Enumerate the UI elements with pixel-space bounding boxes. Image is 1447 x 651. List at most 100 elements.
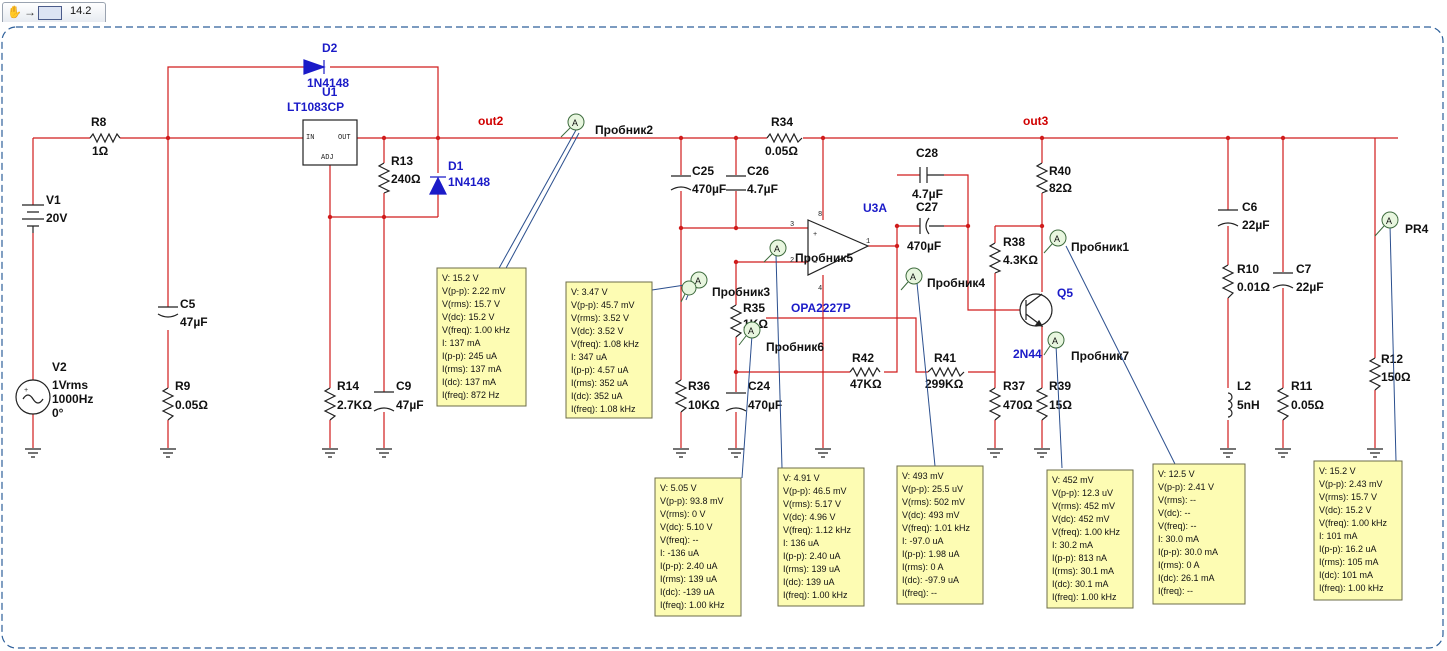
- net-out3: out3: [1023, 114, 1049, 128]
- svg-text:V(rms): 15.7 V: V(rms): 15.7 V: [442, 299, 500, 309]
- svg-text:470Ω: 470Ω: [1003, 398, 1033, 412]
- svg-text:V(freq): 1.12 kHz: V(freq): 1.12 kHz: [783, 525, 852, 535]
- svg-text:V: 15.2 V: V: 15.2 V: [1319, 466, 1356, 476]
- svg-text:A: A: [1052, 336, 1058, 346]
- hand-icon[interactable]: ✋: [7, 5, 22, 19]
- V2-line2: 1000Hz: [52, 392, 93, 406]
- arrow-icon: →: [24, 5, 36, 19]
- V2-ref: V2: [52, 360, 67, 374]
- probe3-readout: V: 3.47 V V(p-p): 45.7 mV V(rms): 3.52 V…: [565, 281, 653, 419]
- svg-text:8: 8: [818, 211, 822, 219]
- svg-text:4: 4: [818, 285, 822, 293]
- svg-text:V: 493 mV: V: 493 mV: [902, 471, 944, 481]
- svg-text:PR4: PR4: [1405, 222, 1429, 236]
- svg-text:IN: IN: [306, 134, 314, 142]
- plus-sign: +: [24, 387, 28, 395]
- sheet-border: [1, 26, 1444, 649]
- probe1-readout: V: 12.5 V V(p-p): 2.41 V V(rms): -- V(dc…: [1152, 463, 1246, 605]
- svg-text:V(freq): 1.00 kHz: V(freq): 1.00 kHz: [1319, 518, 1388, 528]
- svg-text:I: 347 uA: I: 347 uA: [571, 352, 607, 362]
- svg-text:V(dc): 5.10 V: V(dc): 5.10 V: [660, 522, 713, 532]
- svg-text:V(rms): 3.52 V: V(rms): 3.52 V: [571, 313, 629, 323]
- probe5-icon[interactable]: A: [763, 239, 787, 263]
- probe-name-labels: Пробник2 Пробник3 Пробник5 Пробник6 Проб…: [595, 123, 1429, 363]
- svg-text:C6: C6: [1242, 200, 1258, 214]
- svg-text:V: 15.2 V: V: 15.2 V: [442, 273, 479, 283]
- probe2-icon[interactable]: A: [560, 113, 585, 138]
- svg-text:V(dc): 4.96 V: V(dc): 4.96 V: [783, 512, 836, 522]
- svg-text:A: A: [1386, 216, 1392, 226]
- svg-text:1N4148: 1N4148: [307, 76, 349, 90]
- probe1-icon[interactable]: A: [1043, 229, 1067, 254]
- svg-text:C26: C26: [747, 164, 769, 178]
- svg-text:Q5: Q5: [1057, 286, 1073, 300]
- svg-text:5nH: 5nH: [1237, 398, 1260, 412]
- svg-text:3: 3: [790, 221, 794, 229]
- svg-text:OPA2227P: OPA2227P: [791, 301, 851, 315]
- svg-text:V(p-p): 45.7 mV: V(p-p): 45.7 mV: [571, 300, 635, 310]
- svg-text:I(p-p): 1.98 uA: I(p-p): 1.98 uA: [902, 549, 960, 559]
- probe6-icon[interactable]: A: [738, 321, 761, 346]
- probe7-icon[interactable]: A: [1043, 331, 1065, 356]
- svg-text:470µF: 470µF: [692, 182, 726, 196]
- svg-text:I: -136 uA: I: -136 uA: [660, 548, 699, 558]
- svg-text:Пробник7: Пробник7: [1071, 349, 1129, 363]
- svg-text:47µF: 47µF: [180, 315, 208, 329]
- svg-text:I(freq): --: I(freq): --: [1158, 586, 1193, 596]
- svg-text:V(dc): 15.2 V: V(dc): 15.2 V: [1319, 505, 1372, 515]
- svg-text:C5: C5: [180, 297, 196, 311]
- svg-text:V(rms): 452 mV: V(rms): 452 mV: [1052, 501, 1115, 511]
- R8-value: 1Ω: [92, 144, 109, 158]
- svg-text:V(dc): 452 mV: V(dc): 452 mV: [1052, 514, 1110, 524]
- grapher-icon[interactable]: [38, 6, 62, 20]
- svg-text:I(dc): 26.1 mA: I(dc): 26.1 mA: [1158, 573, 1215, 583]
- svg-text:I(dc): 137 mA: I(dc): 137 mA: [442, 377, 496, 387]
- svg-text:240Ω: 240Ω: [391, 172, 421, 186]
- svg-text:I(freq): 1.00 kHz: I(freq): 1.00 kHz: [783, 590, 848, 600]
- svg-text:V(p-p): 2.22 mV: V(p-p): 2.22 mV: [442, 286, 506, 296]
- svg-text:I(p-p): 4.57 uA: I(p-p): 4.57 uA: [571, 365, 629, 375]
- svg-text:R38: R38: [1003, 235, 1025, 249]
- svg-text:I(rms): 139 uA: I(rms): 139 uA: [783, 564, 840, 574]
- svg-text:0.05Ω: 0.05Ω: [175, 398, 208, 412]
- svg-text:I(rms): 139 uA: I(rms): 139 uA: [660, 574, 717, 584]
- pin-labels: IN OUT ADJ + + − 3 2 1 8 4: [24, 134, 870, 395]
- pr4-icon[interactable]: A: [1374, 211, 1399, 237]
- svg-text:I(rms): 30.1 mA: I(rms): 30.1 mA: [1052, 566, 1114, 576]
- svg-text:Пробник6: Пробник6: [766, 340, 824, 354]
- svg-text:I(rms): 0 A: I(rms): 0 A: [1158, 560, 1200, 570]
- svg-text:I(p-p): 2.40 uA: I(p-p): 2.40 uA: [660, 561, 718, 571]
- svg-text:V(dc): 15.2 V: V(dc): 15.2 V: [442, 312, 495, 322]
- svg-text:V(freq): 1.00 kHz: V(freq): 1.00 kHz: [1052, 527, 1121, 537]
- tool-tab[interactable]: ✋ → 14.2: [2, 2, 106, 22]
- svg-text:I: 101 mA: I: 101 mA: [1319, 531, 1358, 541]
- svg-text:R10: R10: [1237, 262, 1259, 276]
- svg-text:OUT: OUT: [338, 134, 351, 142]
- svg-text:4.3KΩ: 4.3KΩ: [1003, 253, 1038, 267]
- svg-text:10KΩ: 10KΩ: [688, 398, 720, 412]
- svg-text:V(p-p): 12.3 uV: V(p-p): 12.3 uV: [1052, 488, 1113, 498]
- svg-text:I(dc): 30.1 mA: I(dc): 30.1 mA: [1052, 579, 1109, 589]
- svg-text:0.05Ω: 0.05Ω: [1291, 398, 1324, 412]
- svg-text:+: +: [813, 231, 817, 239]
- svg-text:U3A: U3A: [863, 201, 887, 215]
- svg-text:V(rms): 15.7 V: V(rms): 15.7 V: [1319, 492, 1377, 502]
- probe4-icon[interactable]: A: [900, 267, 923, 291]
- svg-text:R9: R9: [175, 379, 191, 393]
- svg-text:I(rms): 0 A: I(rms): 0 A: [902, 562, 944, 572]
- svg-text:I: 137 mA: I: 137 mA: [442, 338, 481, 348]
- svg-text:I(freq): 1.00 kHz: I(freq): 1.00 kHz: [1319, 583, 1384, 593]
- svg-text:I(p-p): 813 nA: I(p-p): 813 nA: [1052, 553, 1107, 563]
- probe7-readout: V: 452 mV V(p-p): 12.3 uV V(rms): 452 mV…: [1046, 469, 1134, 609]
- svg-text:I: 30.0 mA: I: 30.0 mA: [1158, 534, 1199, 544]
- svg-text:A: A: [774, 244, 780, 254]
- svg-text:C9: C9: [396, 379, 412, 393]
- svg-text:0.01Ω: 0.01Ω: [1237, 280, 1270, 294]
- svg-text:I(freq): 1.08 kHz: I(freq): 1.08 kHz: [571, 404, 636, 414]
- svg-text:V(freq): --: V(freq): --: [660, 535, 699, 545]
- svg-text:L2: L2: [1237, 379, 1251, 393]
- svg-text:V(freq): 1.01 kHz: V(freq): 1.01 kHz: [902, 523, 971, 533]
- svg-text:R37: R37: [1003, 379, 1025, 393]
- svg-text:R42: R42: [852, 351, 874, 365]
